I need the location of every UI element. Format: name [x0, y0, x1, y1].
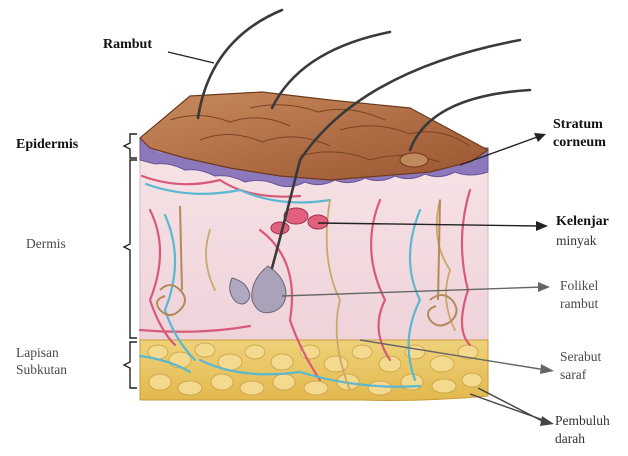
rambut-leader: [168, 52, 214, 63]
label-kelenjar-minyak-line1: Kelenjar: [556, 214, 609, 230]
label-lapisan-subkutan-line1: Lapisan: [16, 345, 59, 361]
label-epidermis: Epidermis: [16, 137, 78, 153]
label-serabut-saraf-line1: Serabut: [560, 349, 601, 365]
label-stratum-corneum-line1: Stratum: [553, 117, 603, 133]
label-pembuluh-darah-line1: Pembuluh: [555, 413, 610, 429]
kelenjar-minyak-arrowhead: [536, 221, 548, 231]
label-kelenjar-minyak-line2: minyak: [556, 233, 597, 249]
pembuluh-darah-arrowhead: [540, 416, 554, 426]
folikel-rambut-arrowhead: [538, 282, 550, 292]
label-folikel-rambut-line2: rambut: [560, 296, 598, 312]
serabut-saraf-arrowhead: [540, 364, 554, 374]
label-dermis: Dermis: [26, 236, 66, 252]
label-serabut-saraf-line2: saraf: [560, 367, 586, 383]
label-stratum-corneum-line2: corneum: [553, 135, 606, 151]
arrowheads: [534, 133, 554, 426]
label-lapisan-subkutan-line2: Subkutan: [16, 362, 67, 378]
label-folikel-rambut-line1: Folikel: [560, 278, 598, 294]
left-brackets: [124, 134, 137, 388]
hair-pore: [400, 153, 428, 167]
epidermis-bracket: [124, 134, 137, 158]
pembuluh-darah-leader-2: [478, 388, 546, 423]
dermis-bracket: [124, 160, 137, 338]
label-rambut: Rambut: [103, 37, 152, 53]
subcutaneous-bracket: [124, 342, 137, 388]
label-pembuluh-darah-line2: darah: [555, 431, 585, 447]
